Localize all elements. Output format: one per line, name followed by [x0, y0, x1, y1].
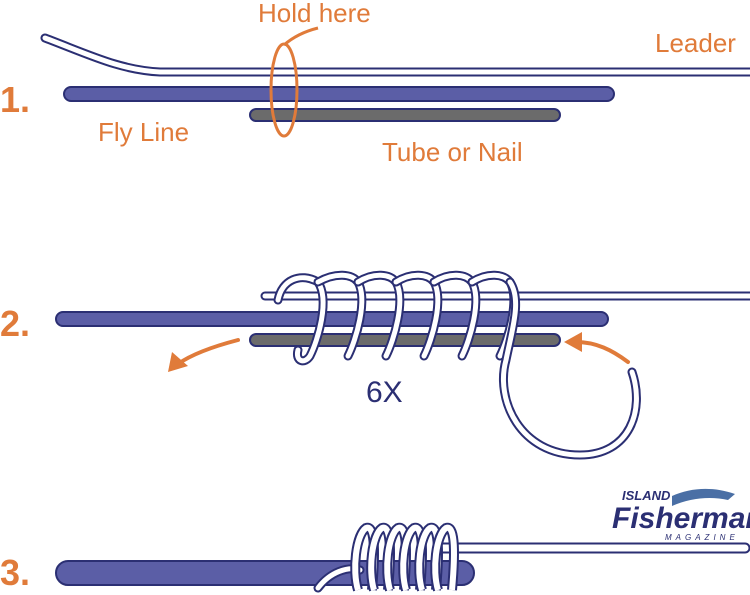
logo-sub-text: MAGAZINE — [665, 533, 739, 542]
step-1-illustration — [40, 26, 750, 138]
leader-line-step1 — [40, 33, 750, 77]
hold-here-label: Hold here — [258, 0, 371, 28]
island-fisherman-logo: ISLAND Fisherman MAGAZINE — [612, 488, 750, 542]
wrap-count-label: 6X — [366, 376, 403, 409]
hold-here-pointer — [283, 26, 319, 47]
logo-top-text: ISLAND — [622, 488, 671, 503]
step-2-illustration — [55, 270, 750, 460]
tube-step2 — [249, 333, 561, 347]
step-1-number: 1. — [0, 79, 30, 120]
step-3-illustration — [55, 522, 750, 593]
logo-main-text: Fisherman — [612, 502, 750, 535]
fly-line-step3 — [55, 560, 475, 586]
step-2-number: 2. — [0, 303, 30, 344]
tube-step1 — [249, 108, 561, 122]
pull-left-arrow — [168, 338, 240, 372]
fly-line-step1 — [63, 86, 615, 102]
fish-silhouette-icon — [672, 488, 735, 506]
tube-or-nail-label: Tube or Nail — [382, 137, 523, 167]
insert-right-arrow — [564, 332, 630, 364]
finished-knot — [313, 522, 459, 593]
leader-label: Leader — [655, 28, 736, 58]
fly-line-label: Fly Line — [98, 117, 189, 147]
fly-line-step2 — [55, 311, 609, 327]
step-3-number: 3. — [0, 552, 30, 593]
wrap-coils — [273, 270, 641, 460]
